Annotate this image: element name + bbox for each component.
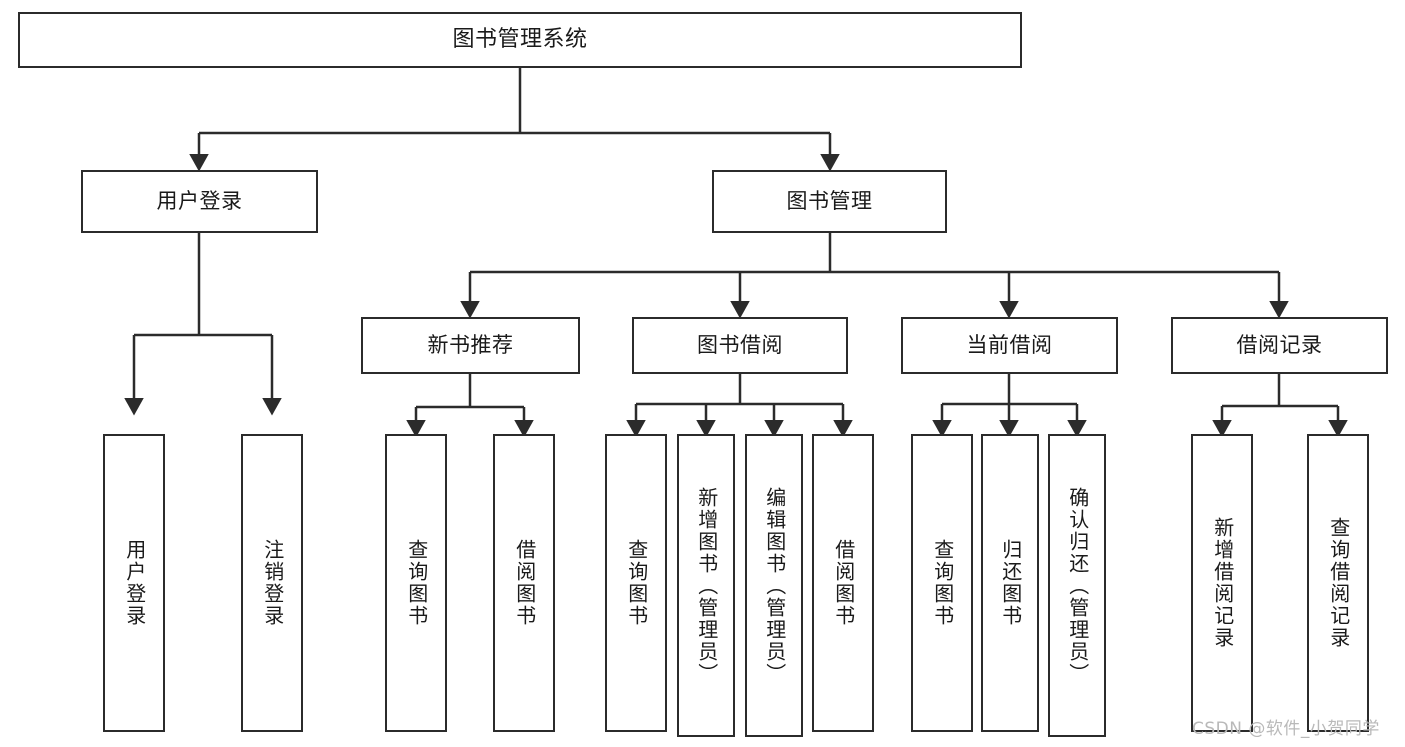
leaf-borrow-edit-book-admin[interactable]: 编辑图书（管理员）	[745, 434, 803, 737]
leaf-borrow-add-book-admin[interactable]: 新增图书（管理员）	[677, 434, 735, 737]
leaf-records-query-record[interactable]: 查询借阅记录	[1307, 434, 1369, 732]
leaf-current-return-book[interactable]: 归还图书	[981, 434, 1039, 732]
node-label: 新增借阅记录	[1210, 517, 1235, 649]
leaf-current-confirm-return-admin[interactable]: 确认归还（管理员）	[1048, 434, 1106, 737]
node-label: 查询图书	[624, 539, 649, 627]
node-label: 归还图书	[998, 539, 1023, 627]
leaf-user-login-logout[interactable]: 注销登录	[241, 434, 303, 732]
node-label: 图书管理	[786, 189, 873, 214]
node-book-management-system[interactable]: 图书管理系统	[18, 12, 1022, 68]
node-label: 确认归还（管理员）	[1065, 486, 1090, 685]
leaf-recommend-query-book[interactable]: 查询图书	[385, 434, 447, 732]
node-new-book-recommend[interactable]: 新书推荐	[361, 317, 580, 374]
csdn-watermark: CSDN @软件_小贺同学	[1192, 719, 1380, 739]
node-label: 当前借阅	[966, 333, 1053, 358]
node-label: 借阅记录	[1236, 333, 1323, 358]
leaf-records-add-record[interactable]: 新增借阅记录	[1191, 434, 1253, 732]
node-label: 新书推荐	[427, 333, 514, 358]
node-book-borrow[interactable]: 图书借阅	[632, 317, 848, 374]
node-label: 新增图书（管理员）	[694, 486, 719, 685]
node-label: 图书管理系统	[452, 27, 588, 53]
leaf-current-query-book[interactable]: 查询图书	[911, 434, 973, 732]
node-label: 图书借阅	[697, 333, 783, 358]
node-current-borrow[interactable]: 当前借阅	[901, 317, 1118, 374]
node-label: 借阅图书	[512, 539, 537, 627]
leaf-user-login-login[interactable]: 用户登录	[103, 434, 165, 732]
node-label: 编辑图书（管理员）	[762, 486, 787, 685]
leaf-borrow-query-book[interactable]: 查询图书	[605, 434, 667, 732]
node-user-login[interactable]: 用户登录	[81, 170, 318, 233]
leaf-recommend-borrow-book[interactable]: 借阅图书	[493, 434, 555, 732]
node-label: 查询图书	[404, 539, 429, 627]
node-label: 借阅图书	[831, 539, 856, 627]
node-book-management[interactable]: 图书管理	[712, 170, 947, 233]
node-label: 用户登录	[156, 189, 243, 214]
node-label: 用户登录	[122, 539, 147, 627]
node-label: 查询借阅记录	[1326, 517, 1351, 649]
node-borrow-records[interactable]: 借阅记录	[1171, 317, 1388, 374]
node-label: 查询图书	[930, 539, 955, 627]
node-label: 注销登录	[260, 539, 285, 627]
leaf-borrow-borrow-book[interactable]: 借阅图书	[812, 434, 874, 732]
